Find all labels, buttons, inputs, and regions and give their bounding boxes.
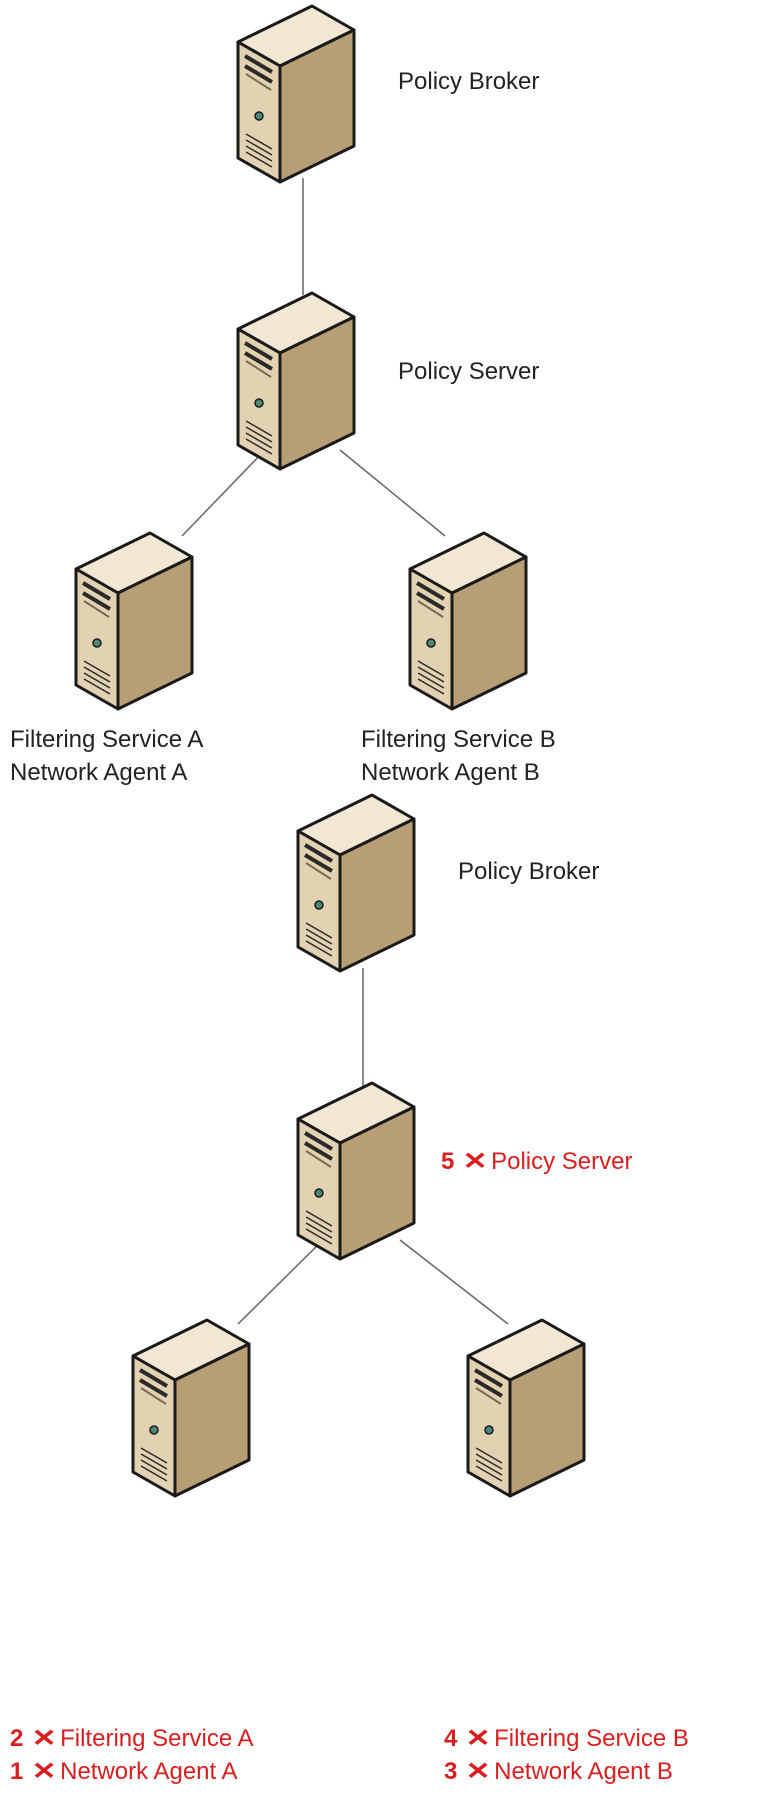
policy-broker-label: Policy Broker [398, 68, 540, 95]
link-server-filter-b-bottom [399, 1239, 509, 1325]
red-x-mark-icon: ✕ [462, 1148, 488, 1175]
network-agent-a-failure-label: 1 ✕Network Agent A [10, 1756, 238, 1788]
failure-order-number: 1 [10, 1758, 24, 1785]
failure-order-number: 4 [444, 1725, 458, 1752]
filtering-service-a-label: Filtering Service A [10, 726, 204, 753]
link-server-filter-a-bottom [237, 1239, 324, 1325]
red-x-mark-icon: ✕ [31, 1725, 57, 1752]
policy-broker-label: Policy Broker [458, 858, 600, 885]
policy-server-server-icon [236, 291, 356, 471]
filtering-service-a-failure-label: 2 ✕Filtering Service A [10, 1723, 254, 1755]
red-x-mark-icon: ✕ [465, 1725, 491, 1752]
network-agent-b-label: Network Agent B [361, 759, 540, 786]
network-agent-a-label: Network Agent A [10, 759, 188, 786]
filtering-service-b-failure-label: 4 ✕Filtering Service B [444, 1723, 689, 1755]
failure-order-number: 5 [441, 1148, 455, 1175]
network-agent-b-failure-label: 3 ✕Network Agent B [444, 1756, 673, 1788]
network-agent-b-label: Network Agent B [494, 1758, 673, 1785]
policy-server-server-icon [296, 1081, 416, 1261]
filtering-a-server-icon [131, 1318, 251, 1498]
policy-broker-server-icon [296, 793, 416, 973]
policy-server-label: Policy Server [491, 1148, 633, 1175]
filtering-a-server-icon [74, 531, 194, 711]
filtering-b-server-icon [466, 1318, 586, 1498]
link-server-filter-a-top [181, 449, 266, 537]
red-x-mark-icon: ✕ [465, 1758, 491, 1785]
red-x-mark-icon: ✕ [31, 1758, 57, 1785]
link-server-filter-b-top [339, 449, 446, 537]
failure-order-number: 3 [444, 1758, 458, 1785]
policy-server-label: Policy Server [398, 358, 540, 385]
filtering-service-a-label: Filtering Service A [60, 1725, 254, 1752]
filtering-b-server-icon [408, 531, 528, 711]
filtering-service-b-label: Filtering Service B [494, 1725, 689, 1752]
policy-server-failure-label: 5 ✕Policy Server [441, 1146, 632, 1178]
filtering-service-b-label: Filtering Service B [361, 726, 556, 753]
policy-broker-server-icon [236, 4, 356, 184]
failure-order-number: 2 [10, 1725, 24, 1752]
network-agent-a-label: Network Agent A [60, 1758, 238, 1785]
